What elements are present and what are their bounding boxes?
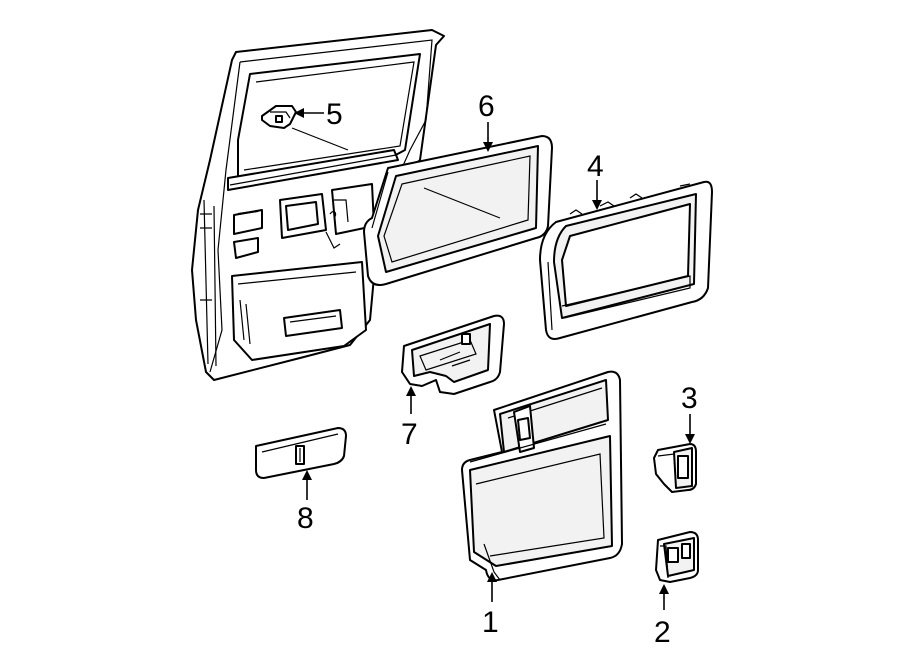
part-7-handle-bezel bbox=[401, 314, 505, 395]
arrowhead-8 bbox=[302, 470, 312, 480]
arrowhead-1 bbox=[487, 572, 497, 582]
callout-1: 1 bbox=[482, 606, 499, 639]
part-4-upper-trim bbox=[539, 180, 713, 340]
part-6-window-molding bbox=[363, 135, 553, 286]
callout-arrows bbox=[294, 108, 695, 610]
callout-5: 5 bbox=[326, 98, 343, 131]
callout-labels: 5 6 4 7 3 8 1 2 bbox=[297, 90, 698, 649]
callout-2: 2 bbox=[654, 616, 671, 649]
arrowhead-3 bbox=[685, 434, 695, 444]
part-5-clip bbox=[261, 105, 349, 151]
callout-7: 7 bbox=[401, 418, 418, 451]
arrowhead-4 bbox=[592, 200, 602, 210]
arrowhead-2 bbox=[659, 584, 669, 594]
part-1-door-trim-panel bbox=[461, 370, 623, 582]
arrowhead-7 bbox=[406, 386, 416, 396]
callout-6: 6 bbox=[478, 90, 495, 123]
part-2-switch-bezel bbox=[655, 531, 699, 583]
part-3-switch-bezel bbox=[653, 443, 697, 493]
arrowhead-5 bbox=[294, 108, 304, 118]
callout-8: 8 bbox=[297, 502, 314, 535]
callout-4: 4 bbox=[587, 150, 604, 183]
arrowhead-6 bbox=[483, 142, 493, 152]
part-8-pull-handle bbox=[255, 427, 347, 479]
door-frame bbox=[191, 29, 445, 381]
callout-3: 3 bbox=[681, 382, 698, 415]
